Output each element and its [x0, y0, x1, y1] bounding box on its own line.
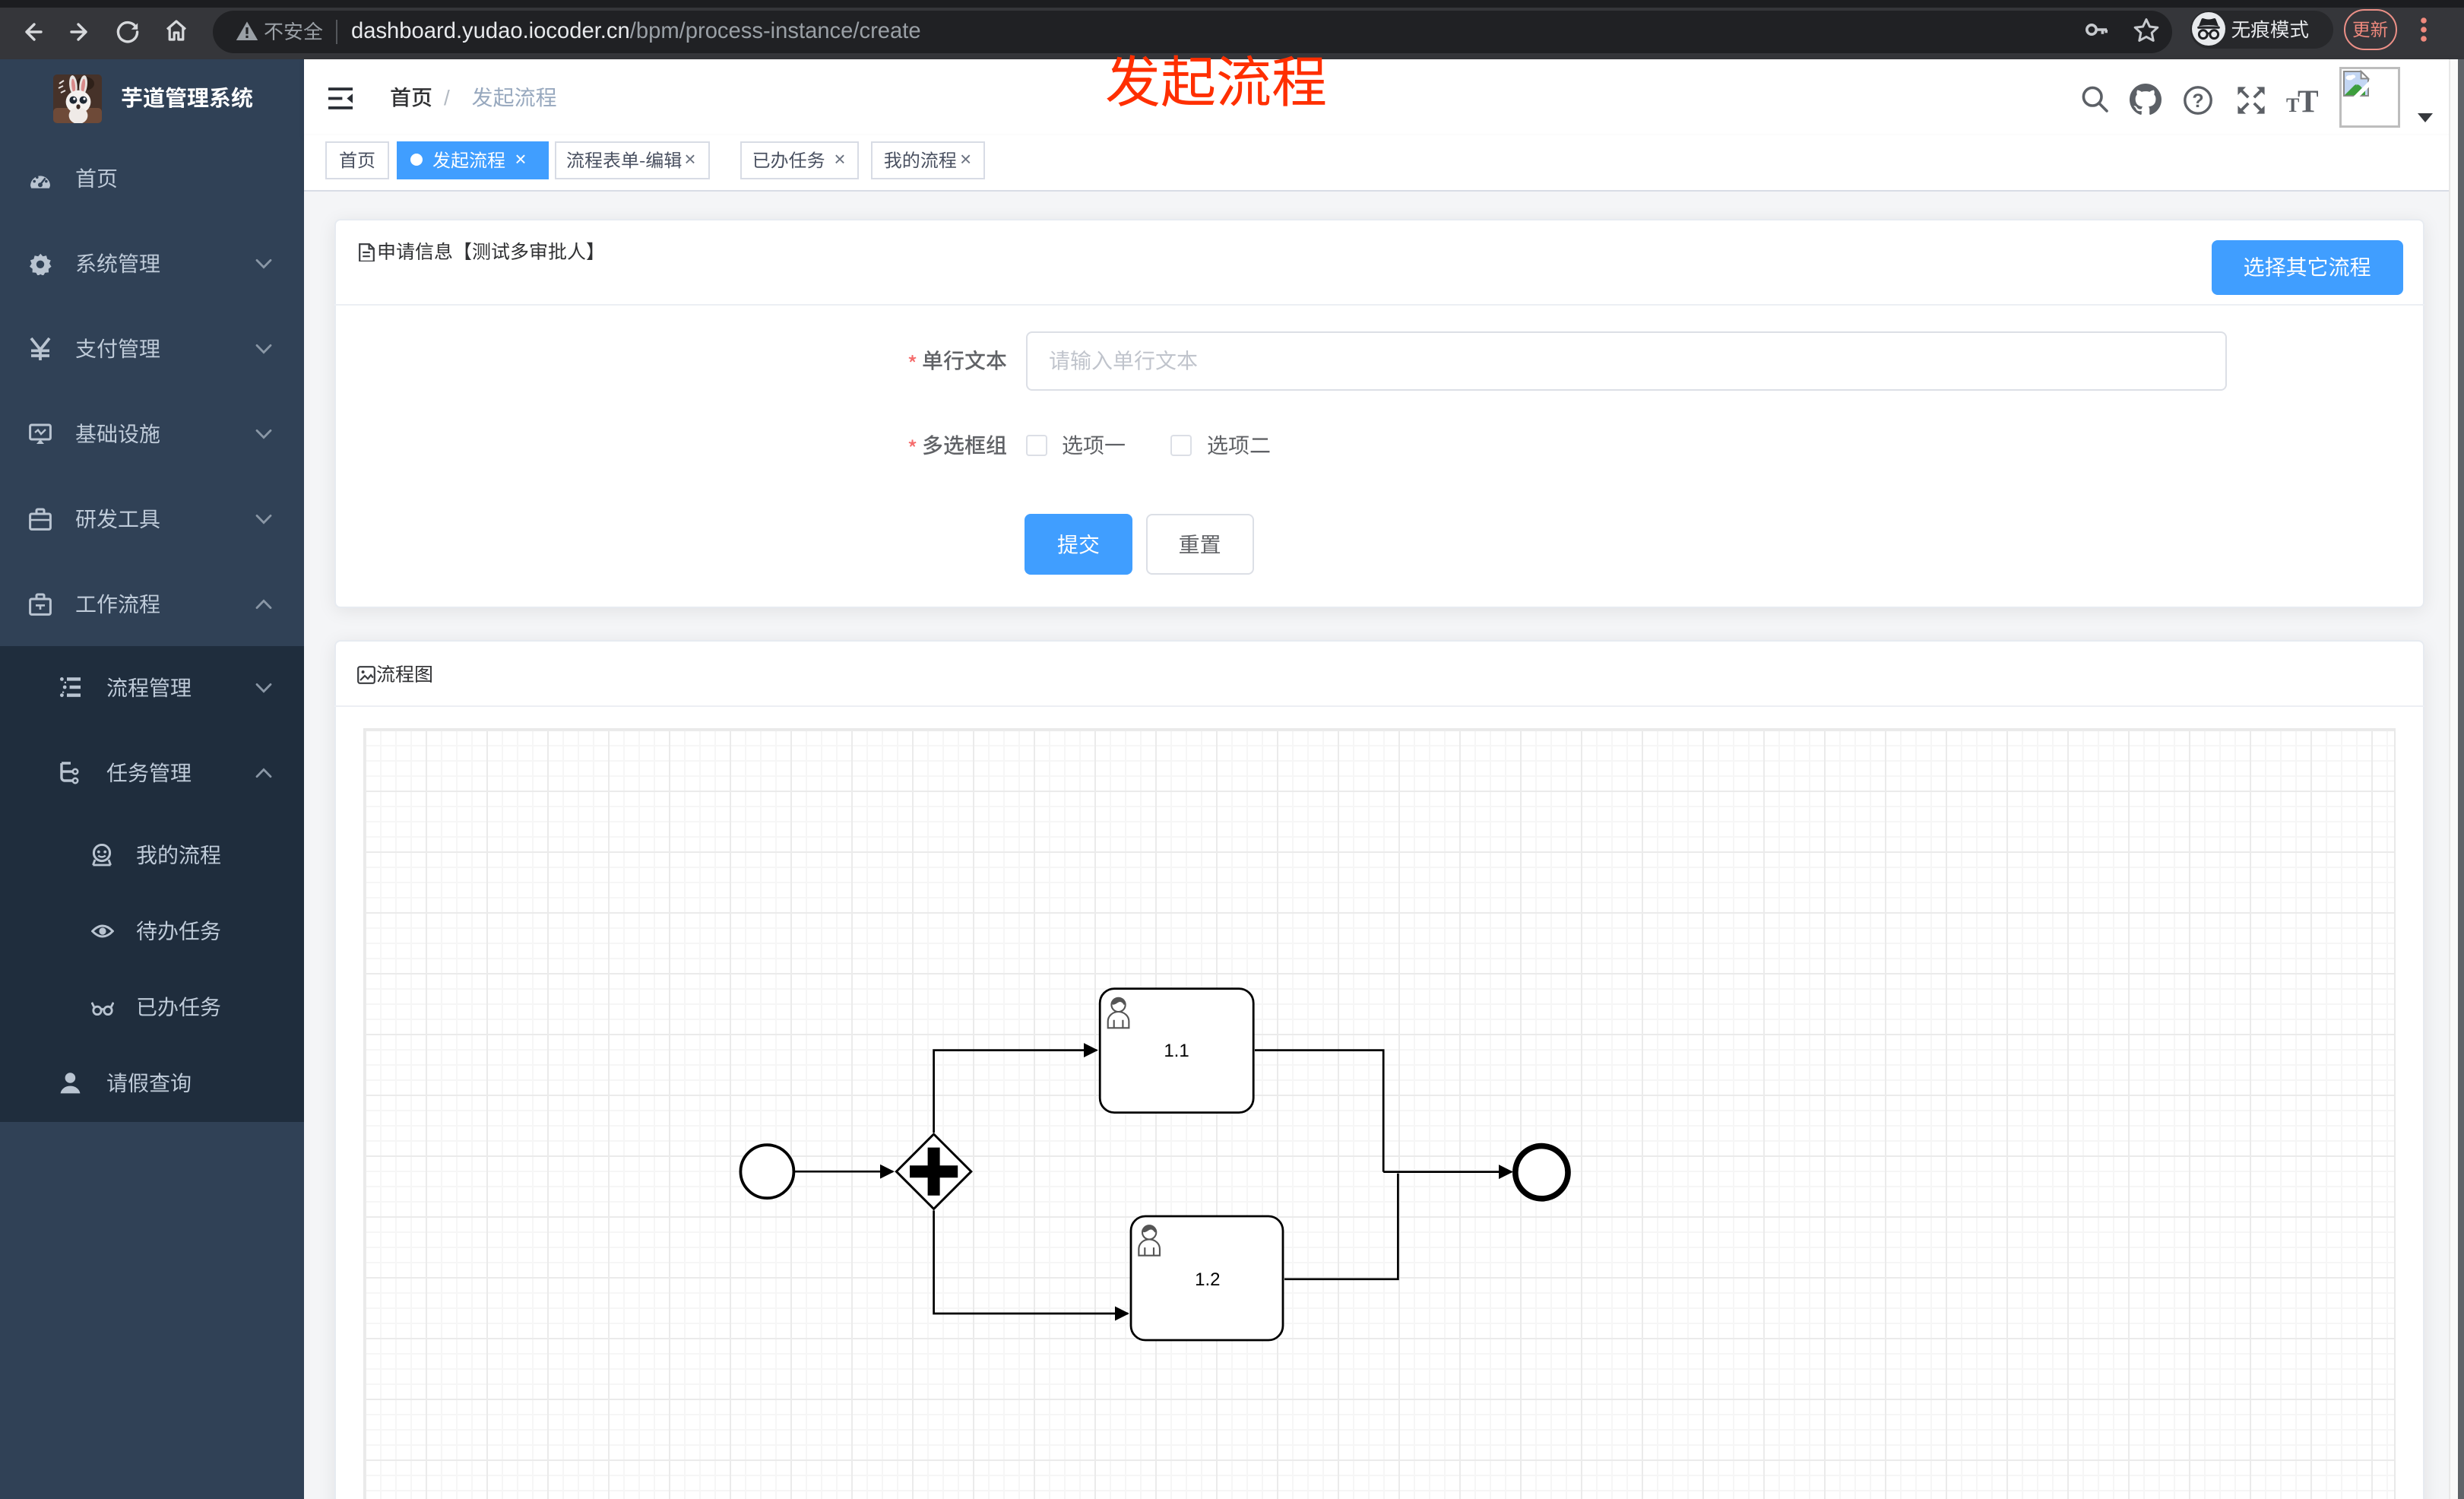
svg-text:1.1: 1.1 [1164, 1041, 1189, 1061]
svg-text:1.2: 1.2 [1195, 1269, 1220, 1290]
svg-text:/: / [444, 86, 450, 109]
svg-text:T: T [2286, 94, 2299, 114]
svg-text:T: T [2298, 87, 2318, 114]
svg-text:?: ? [2192, 90, 2203, 112]
